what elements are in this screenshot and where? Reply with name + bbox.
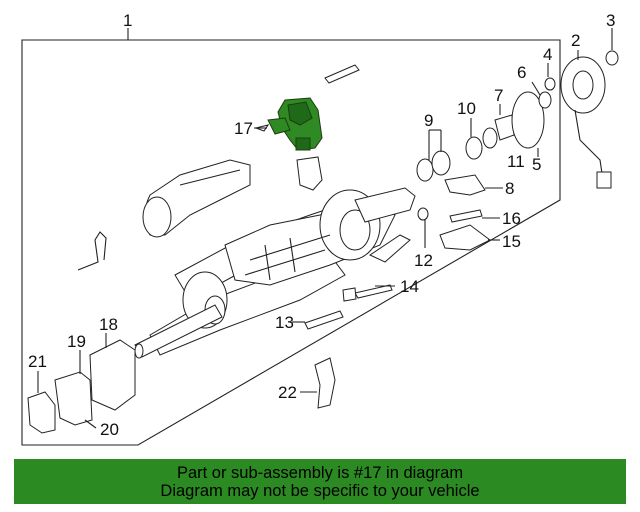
callout-18: 18	[99, 315, 118, 334]
callout-leaders	[37, 28, 613, 429]
callout-2: 2	[571, 31, 580, 50]
springs-and-bolts	[304, 284, 393, 330]
part-17-highlighted	[267, 97, 323, 151]
callout-11: 11	[507, 152, 525, 171]
callout-21: 21	[28, 352, 47, 371]
steering-column-part	[149, 187, 416, 356]
callout-15: 15	[502, 232, 521, 251]
callout-16: 16	[502, 209, 521, 228]
callout-5: 5	[532, 155, 541, 174]
parts-diagram: 1 2 3 4 5 6 7 8 9 10 11 12 13 14 15 16 1…	[21, 11, 619, 446]
callout-8: 8	[505, 179, 514, 198]
bracket-22-part	[314, 357, 336, 409]
banner-line-2: Diagram may not be specific to your vehi…	[160, 481, 480, 500]
part-info-banner: Part or sub-assembly is #17 in diagram D…	[14, 459, 626, 504]
callout-14: 14	[400, 277, 419, 296]
pin-part	[324, 64, 360, 84]
callout-4: 4	[543, 45, 552, 64]
callout-9: 9	[424, 111, 433, 130]
callout-17: 17	[234, 119, 253, 138]
assembly-frame	[21, 39, 561, 446]
callout-13: 13	[275, 313, 294, 332]
lower-left-components	[27, 339, 136, 434]
callout-20: 20	[100, 420, 119, 439]
callout-3: 3	[606, 11, 615, 30]
right-components	[416, 50, 619, 251]
steering-shaft-part	[134, 304, 223, 359]
banner-line-1: Part or sub-assembly is #17 in diagram	[176, 463, 464, 482]
callout-10: 10	[457, 99, 476, 118]
callout-6: 6	[517, 63, 526, 82]
wire-clip-part	[77, 231, 107, 271]
callout-7: 7	[494, 86, 503, 105]
bracket-part	[296, 156, 323, 191]
callout-labels: 1 2 3 4 5 6 7 8 9 10 11 12 13 14 15 16 1…	[28, 11, 615, 439]
column-cover-part	[142, 159, 251, 238]
callout-22: 22	[278, 383, 297, 402]
callout-12: 12	[414, 251, 433, 270]
callout-1: 1	[123, 11, 132, 30]
callout-19: 19	[67, 332, 86, 351]
